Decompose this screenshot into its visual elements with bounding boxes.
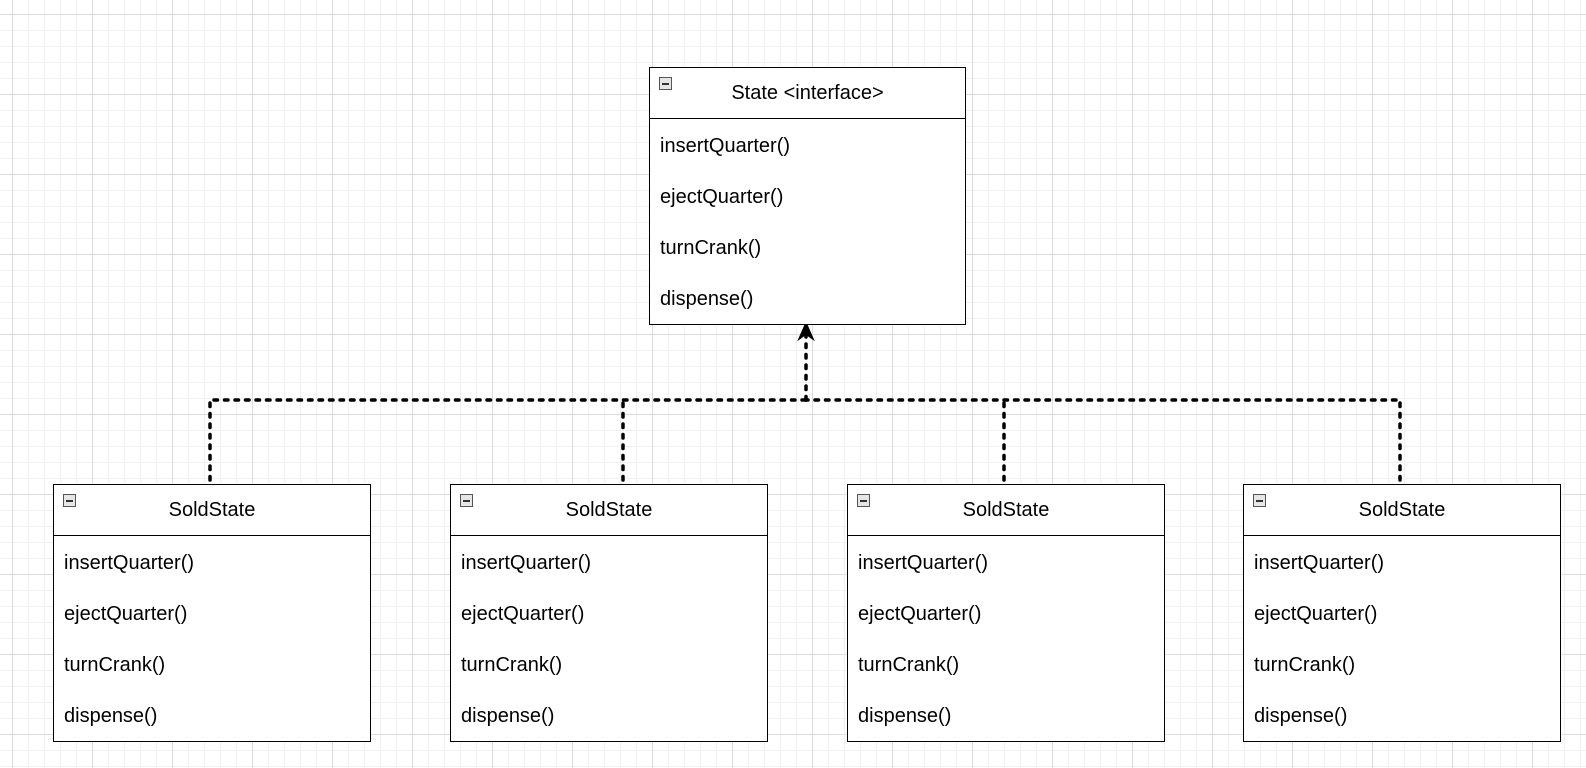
- class-method[interactable]: turnCrank(): [461, 654, 563, 676]
- class-name: SoldState: [962, 498, 1050, 521]
- class-method[interactable]: dispense(): [660, 288, 754, 310]
- class-state-interface[interactable]: State <interface> insertQuarter() ejectQ…: [649, 67, 966, 325]
- class-methods: insertQuarter() ejectQuarter() turnCrank…: [650, 119, 965, 325]
- class-methods: insertQuarter() ejectQuarter() turnCrank…: [1244, 536, 1560, 742]
- class-methods: insertQuarter() ejectQuarter() turnCrank…: [54, 536, 370, 742]
- class-method[interactable]: ejectQuarter(): [64, 603, 188, 625]
- class-method[interactable]: ejectQuarter(): [461, 603, 585, 625]
- class-method[interactable]: turnCrank(): [858, 654, 960, 676]
- collapse-icon[interactable]: [659, 77, 672, 90]
- class-header: SoldState: [1244, 485, 1560, 536]
- class-method[interactable]: insertQuarter(): [1254, 552, 1385, 574]
- class-method[interactable]: dispense(): [1254, 705, 1348, 727]
- class-sold-state-4[interactable]: SoldState insertQuarter() ejectQuarter()…: [1243, 484, 1561, 742]
- class-method[interactable]: ejectQuarter(): [858, 603, 982, 625]
- class-methods: insertQuarter() ejectQuarter() turnCrank…: [451, 536, 767, 742]
- collapse-icon[interactable]: [1253, 494, 1266, 507]
- class-method[interactable]: turnCrank(): [1254, 654, 1356, 676]
- class-method[interactable]: insertQuarter(): [660, 135, 791, 157]
- class-header: State <interface>: [650, 68, 965, 119]
- class-method[interactable]: insertQuarter(): [858, 552, 989, 574]
- collapse-icon[interactable]: [460, 494, 473, 507]
- class-method[interactable]: dispense(): [858, 705, 952, 727]
- class-name: SoldState: [1358, 498, 1446, 521]
- class-method[interactable]: insertQuarter(): [64, 552, 195, 574]
- class-sold-state-3[interactable]: SoldState insertQuarter() ejectQuarter()…: [847, 484, 1165, 742]
- collapse-icon[interactable]: [857, 494, 870, 507]
- class-method[interactable]: dispense(): [461, 705, 555, 727]
- class-name: State <interface>: [731, 81, 884, 104]
- class-name: SoldState: [565, 498, 653, 521]
- class-method[interactable]: turnCrank(): [660, 237, 762, 259]
- class-methods: insertQuarter() ejectQuarter() turnCrank…: [848, 536, 1164, 742]
- class-method[interactable]: dispense(): [64, 705, 158, 727]
- class-header: SoldState: [54, 485, 370, 536]
- realization-connector-4[interactable]: [804, 398, 1402, 482]
- class-header: SoldState: [451, 485, 767, 536]
- class-sold-state-2[interactable]: SoldState insertQuarter() ejectQuarter()…: [450, 484, 768, 742]
- class-sold-state-1[interactable]: SoldState insertQuarter() ejectQuarter()…: [53, 484, 371, 742]
- class-name: SoldState: [168, 498, 256, 521]
- class-method[interactable]: ejectQuarter(): [1254, 603, 1378, 625]
- collapse-icon[interactable]: [63, 494, 76, 507]
- class-header: SoldState: [848, 485, 1164, 536]
- class-method[interactable]: ejectQuarter(): [660, 186, 784, 208]
- realization-arrowhead: [797, 321, 815, 342]
- realization-connector-1[interactable]: [208, 398, 808, 482]
- class-method[interactable]: turnCrank(): [64, 654, 166, 676]
- class-method[interactable]: insertQuarter(): [461, 552, 592, 574]
